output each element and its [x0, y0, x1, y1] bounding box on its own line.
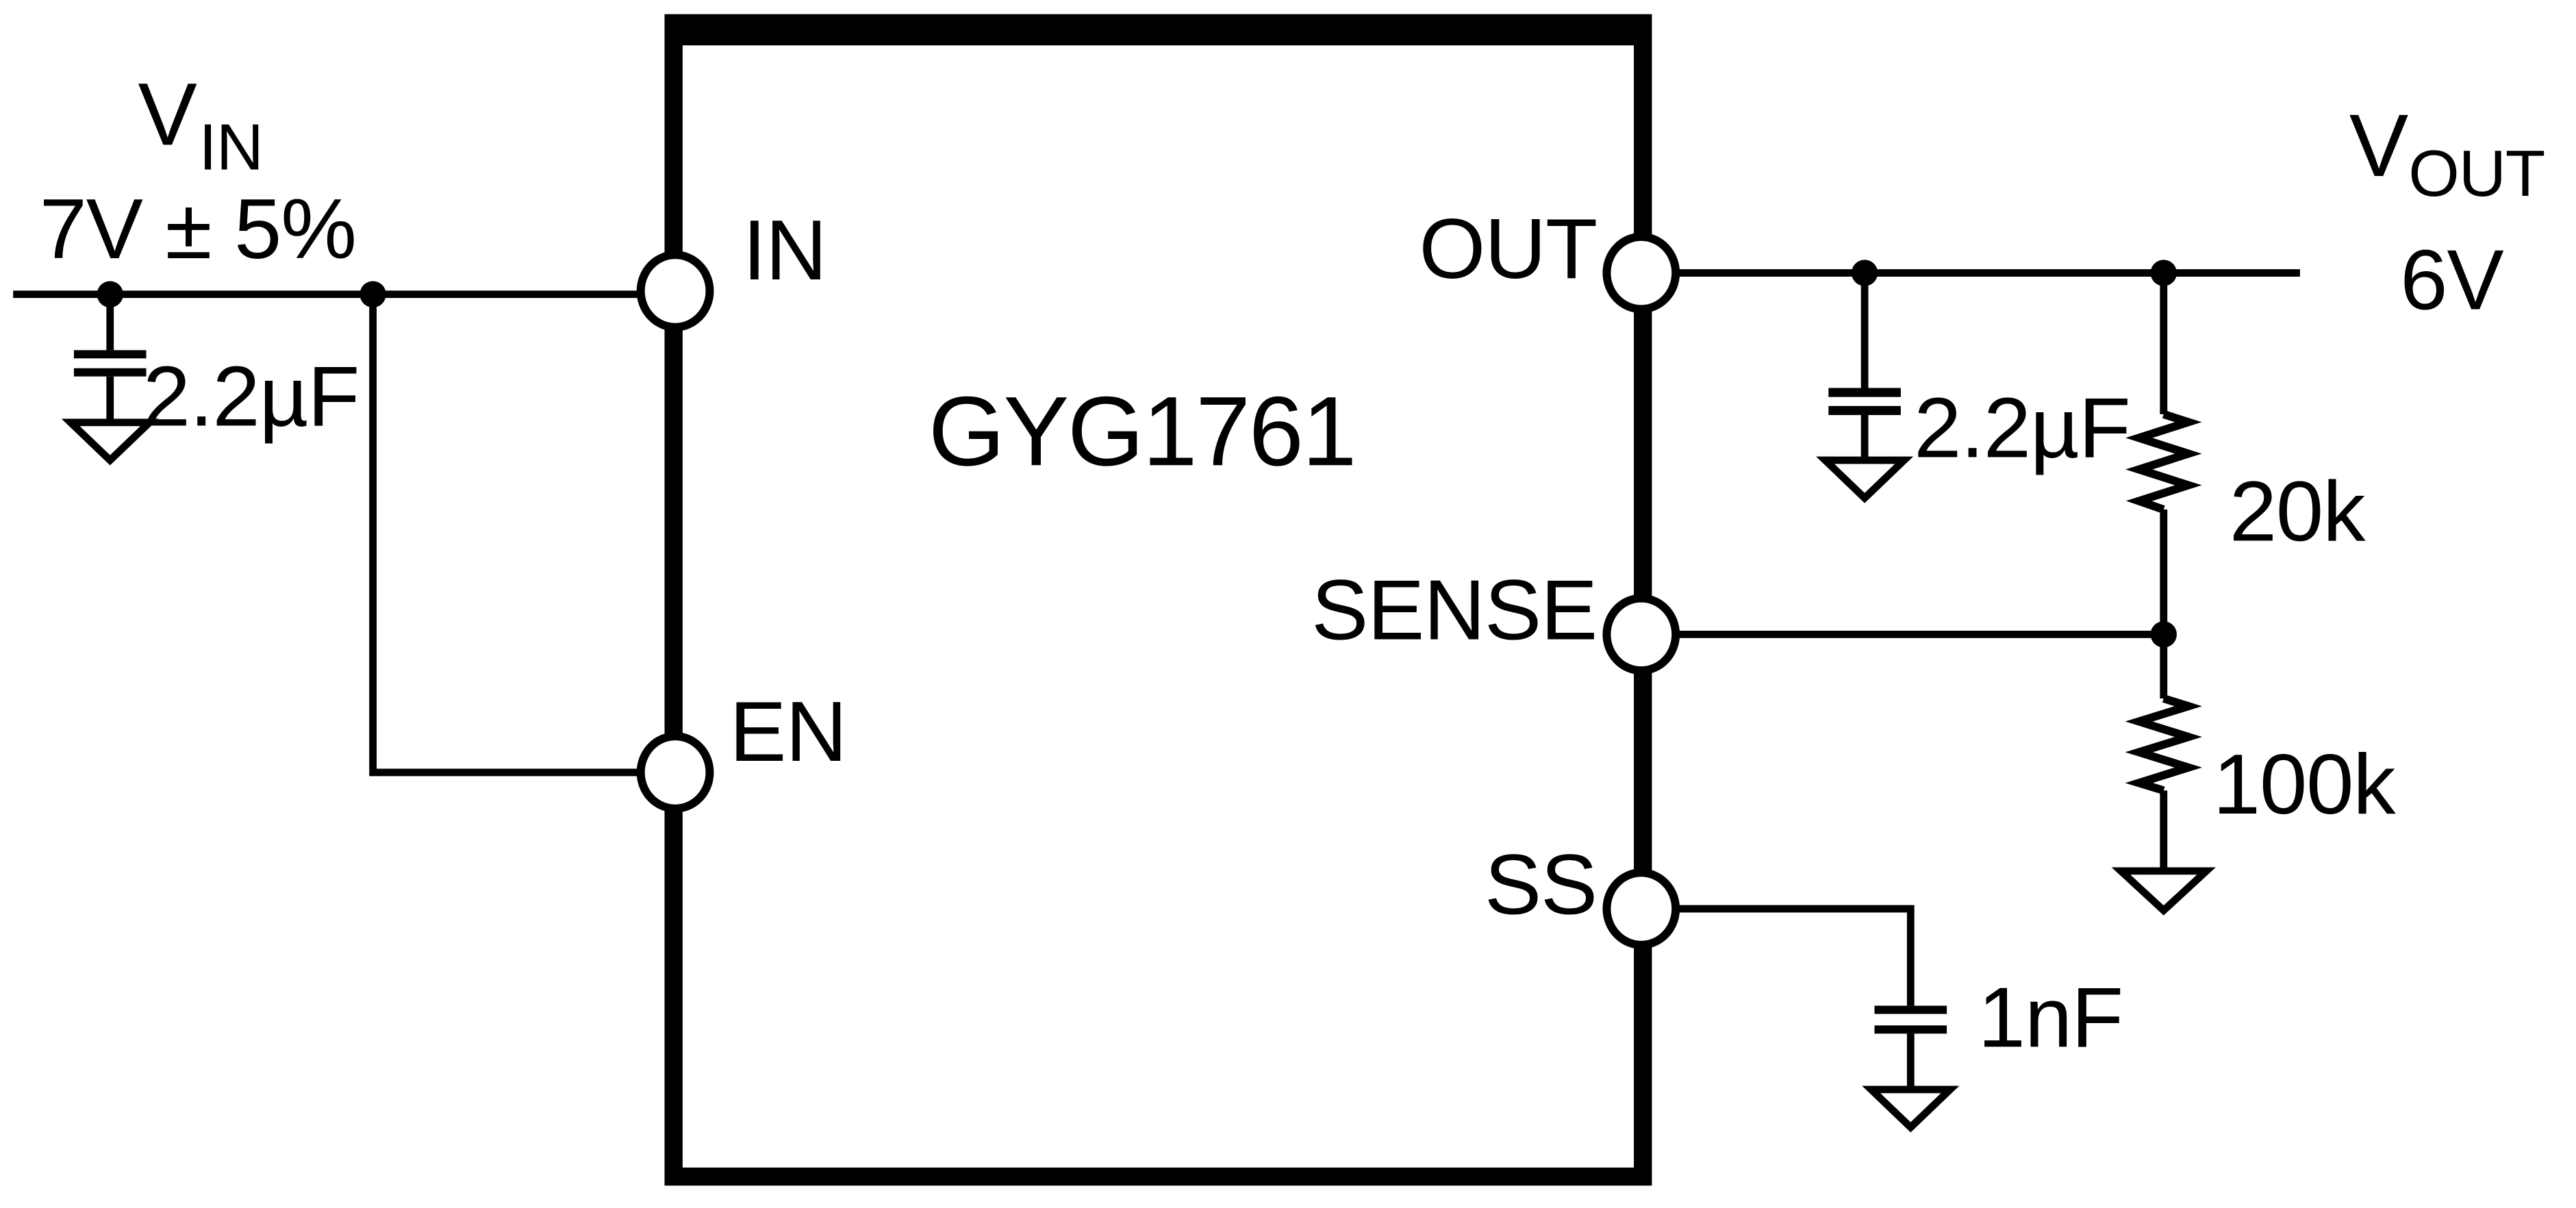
output-capacitor-value: 2.2µF	[1914, 380, 2130, 475]
ss-capacitor-value: 1nF	[1978, 970, 2123, 1066]
resistor-20k-value: 20k	[2230, 464, 2366, 559]
ss-ground-icon	[1862, 1085, 1960, 1133]
pin-en-label: EN	[729, 684, 846, 779]
output-ground-icon	[1816, 456, 1914, 503]
vout-junction-dot-2	[2150, 260, 2177, 286]
output-capacitor-plate-bottom	[1828, 405, 1901, 416]
vin-to-en-wire	[369, 294, 643, 777]
input-capacitor-plate-top	[73, 350, 147, 359]
resistor-100k-value: 100k	[2213, 737, 2397, 832]
ss-wire	[1674, 905, 1915, 1090]
vin-spec-label: 7V ± 5%	[40, 181, 356, 277]
ic-body	[664, 14, 1652, 1186]
resistor-20k-symbol	[2125, 410, 2202, 514]
input-ground-icon	[61, 418, 159, 466]
output-capacitor-plate-top	[1828, 388, 1901, 397]
input-capacitor-value: 2.2µF	[143, 349, 359, 444]
pin-sense-circle	[1602, 594, 1680, 675]
ss-capacitor-plate-top	[1874, 1005, 1947, 1014]
pin-in-circle	[636, 251, 714, 331]
vout-junction-dot-1	[1851, 260, 1878, 286]
pin-ss-label: SS	[1485, 837, 1597, 932]
vin-rail-label: VIN	[138, 65, 263, 184]
pin-in-label: IN	[742, 203, 826, 298]
sense-junction-dot	[2150, 621, 2177, 648]
pin-ss-circle	[1602, 868, 1680, 949]
divider-ground-icon	[2111, 867, 2216, 916]
vin-junction-dot-2	[359, 281, 386, 307]
pin-out-circle	[1602, 232, 1680, 314]
vout-voltage-label: 6V	[2400, 232, 2503, 327]
pin-sense-label: SENSE	[1311, 563, 1597, 658]
vin-junction-dot-1	[97, 281, 123, 307]
resistor-100k-symbol	[2125, 694, 2202, 795]
input-capacitor-plate-bottom	[73, 368, 147, 377]
pin-out-label: OUT	[1419, 201, 1597, 297]
ss-capacitor-plate-bottom	[1874, 1025, 1947, 1034]
ic-part-number: GYG1761	[929, 376, 1355, 486]
vout-rail-label: VOUT	[2349, 97, 2545, 210]
pin-en-circle	[636, 732, 714, 813]
